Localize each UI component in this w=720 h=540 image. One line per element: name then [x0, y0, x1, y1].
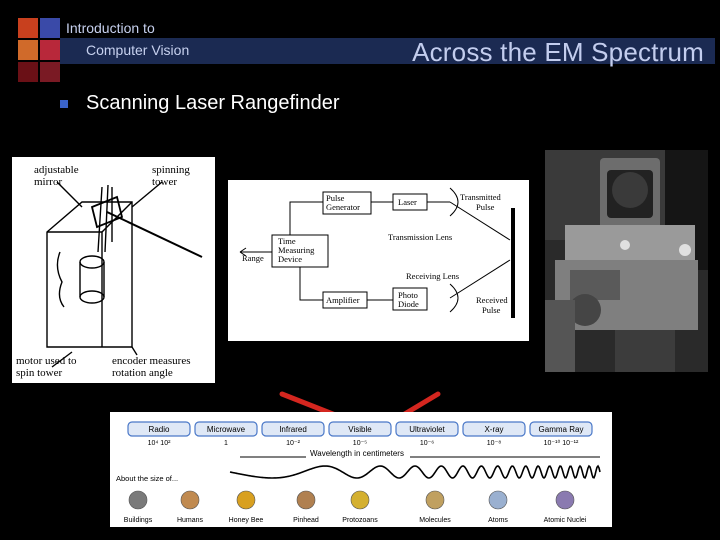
label-transmission-lens: Transmission Lens	[388, 232, 452, 242]
object-label: Atomic Nuclei	[544, 517, 587, 524]
band-value: 10⁻⁶	[420, 440, 434, 447]
label-adjustable: adjustable	[34, 164, 79, 176]
band-label: Radio	[149, 425, 170, 434]
object-label: Protozoans	[342, 517, 378, 524]
object-icon	[426, 491, 444, 509]
band-value: 10⁻²	[286, 440, 300, 447]
band-value: 10⁻⁵	[353, 440, 367, 447]
label-laser: Laser	[398, 197, 417, 207]
object-icon	[556, 491, 574, 509]
label-received: Received	[476, 295, 508, 305]
label-transmitted: Transmitted	[460, 192, 502, 202]
band-value: 1	[224, 440, 228, 447]
label-spin-tower: spin tower	[16, 367, 62, 379]
label-device: Device	[278, 254, 302, 264]
label-encoder: encoder measures	[112, 355, 191, 367]
label-range: Range	[242, 253, 264, 263]
slide-title: Across the EM Spectrum	[412, 37, 704, 68]
bullet-text: Scanning Laser Rangefinder	[86, 92, 340, 115]
object-label: Honey Bee	[229, 517, 264, 524]
label-mirror: mirror	[34, 176, 62, 188]
course-title-line1: Introduction to	[66, 20, 155, 36]
course-title-line2: Computer Vision	[86, 42, 189, 58]
object-label: Pinhead	[293, 517, 319, 524]
object-icon	[181, 491, 199, 509]
bullet-icon	[60, 100, 68, 108]
rangefinder-sketch: adjustable mirror spinning tower motor u…	[12, 157, 215, 383]
label-amplifier: Amplifier	[326, 295, 360, 305]
label-motor: motor used to	[16, 355, 77, 367]
label-tower: tower	[152, 176, 177, 188]
logo-square-5	[18, 62, 38, 82]
band-label: Ultraviolet	[409, 425, 445, 434]
logo-square-6	[40, 62, 60, 82]
object-label: Buildings	[124, 517, 153, 524]
label-rotation: rotation angle	[112, 367, 173, 379]
em-spectrum-figure: Radio 10⁴ 10² Microwave 1 Infrared 10⁻² Visibl…	[110, 412, 612, 527]
logo-square-1	[18, 18, 38, 38]
label-transmitted-pulse: Pulse	[476, 202, 495, 212]
band-label: Microwave	[207, 425, 246, 434]
rangefinder-block-diagram: Pulse Generator Laser Transmitted Pulse …	[228, 180, 529, 341]
object-label: Atoms	[488, 517, 508, 524]
band-label: Gamma Ray	[539, 425, 584, 434]
wavelength-label: Wavelength in centimeters	[310, 449, 404, 458]
label-spinning: spinning	[152, 164, 190, 176]
logo-square-3	[18, 40, 38, 60]
band-value: 10⁻¹⁰ 10⁻¹²	[544, 439, 579, 447]
logo-square-4	[40, 40, 60, 60]
band-label: X-ray	[484, 425, 503, 434]
object-icon	[129, 491, 147, 509]
rangefinder-photo	[545, 150, 708, 372]
label-generator: Generator	[326, 202, 360, 212]
band-value: 10⁴ 10²	[148, 440, 172, 447]
size-label: About the size of...	[116, 474, 178, 483]
band-value: 10⁻⁸	[487, 440, 501, 447]
band-label: Visible	[348, 425, 372, 434]
object-icon	[297, 491, 315, 509]
object-icon	[237, 491, 255, 509]
object-icon	[489, 491, 507, 509]
label-diode: Diode	[398, 299, 419, 309]
object-icon	[351, 491, 369, 509]
label-received-pulse: Pulse	[482, 305, 501, 315]
band-label: Infrared	[279, 425, 307, 434]
logo-square-2	[40, 18, 60, 38]
label-receiving-lens: Receiving Lens	[406, 271, 459, 281]
object-label: Molecules	[419, 517, 451, 524]
object-label: Humans	[177, 517, 204, 524]
